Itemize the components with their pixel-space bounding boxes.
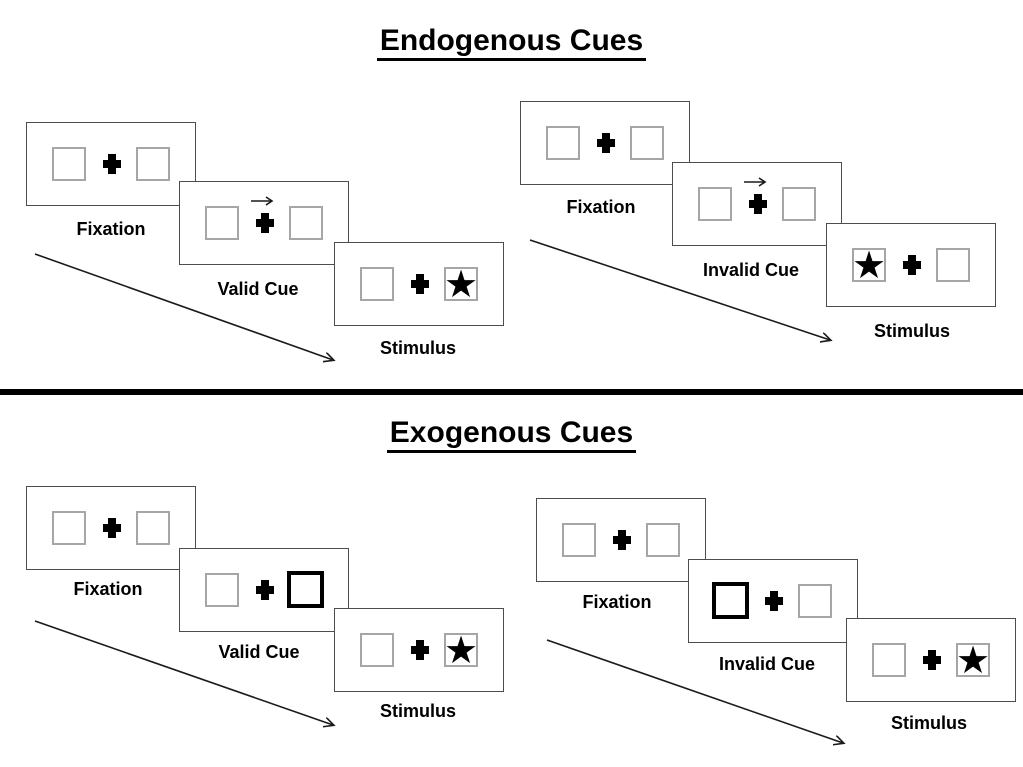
- frame-label: Fixation: [566, 197, 636, 217]
- frame-card-fixation: [26, 486, 196, 570]
- right-placeholder-box: [630, 126, 664, 160]
- left-placeholder-box: [205, 206, 239, 240]
- frame-card-stimulus: ★: [334, 242, 504, 326]
- fixation-cross-icon: [103, 518, 121, 538]
- frame-label: Fixation: [76, 219, 146, 239]
- frame-card-cue: [179, 181, 349, 265]
- fixation-cross-icon: [411, 640, 429, 660]
- frame-label: Valid Cue: [217, 279, 299, 299]
- frame-label: Valid Cue: [218, 642, 300, 662]
- section-divider-line: [0, 389, 1023, 395]
- frame-card-stimulus: ★: [846, 618, 1016, 702]
- timeline-arrow-icon: [529, 239, 840, 349]
- fixation-cross-icon: [613, 530, 631, 550]
- right-placeholder-box: [782, 187, 816, 221]
- right-stimulus-box: ★: [443, 262, 479, 306]
- cue-direction-arrow-icon: [744, 177, 767, 187]
- frame-card-cue: [179, 548, 349, 632]
- frame-label: Invalid Cue: [718, 654, 816, 674]
- frame-card-fixation: [536, 498, 706, 582]
- right-placeholder-box: [646, 523, 680, 557]
- fixation-cross-icon: [923, 650, 941, 670]
- right-placeholder-box: [289, 206, 323, 240]
- section-title-exogenous: Exogenous Cues: [0, 416, 1023, 453]
- right-stimulus-box: ★: [443, 628, 479, 672]
- frame-card-fixation: [26, 122, 196, 206]
- frame-label: Invalid Cue: [702, 260, 800, 280]
- right-highlight-cue-box: [287, 571, 324, 608]
- left-placeholder-box: [562, 523, 596, 557]
- frame-card-cue: [688, 559, 858, 643]
- fixation-cross-icon: [765, 591, 783, 611]
- left-placeholder-box: [546, 126, 580, 160]
- left-highlight-cue-box: [712, 582, 749, 619]
- fixation-cross-icon: [597, 133, 615, 153]
- frame-label: Stimulus: [890, 713, 967, 733]
- left-placeholder-box: [52, 511, 86, 545]
- star-stimulus-icon: ★: [443, 262, 479, 306]
- section-title-text: Endogenous Cues: [376, 24, 647, 61]
- fixation-cross-icon: [749, 194, 767, 214]
- right-placeholder-box: [136, 147, 170, 181]
- frame-card-fixation: [520, 101, 690, 185]
- frame-label: Fixation: [582, 592, 652, 612]
- frame-label: Stimulus: [379, 701, 456, 721]
- left-placeholder-box: [205, 573, 239, 607]
- right-placeholder-box: [798, 584, 832, 618]
- fixation-cross-icon: [256, 580, 274, 600]
- frame-card-stimulus: ★: [334, 608, 504, 692]
- frame-label: Stimulus: [873, 321, 950, 341]
- left-stimulus-box: ★: [851, 243, 887, 287]
- left-placeholder-box: [360, 633, 394, 667]
- frame-card-stimulus: ★: [826, 223, 996, 307]
- section-title-text: Exogenous Cues: [386, 416, 637, 453]
- timeline-arrow-icon: [34, 620, 345, 735]
- frame-label: Fixation: [73, 579, 143, 599]
- fixation-cross-icon: [411, 274, 429, 294]
- fixation-cross-icon: [903, 255, 921, 275]
- timeline-arrow-icon: [546, 639, 857, 754]
- section-title-endogenous: Endogenous Cues: [0, 24, 1023, 61]
- left-placeholder-box: [52, 147, 86, 181]
- cue-direction-arrow-icon: [251, 196, 274, 206]
- left-placeholder-box: [698, 187, 732, 221]
- star-stimulus-icon: ★: [443, 628, 479, 672]
- right-stimulus-box: ★: [955, 638, 991, 682]
- right-placeholder-box: [136, 511, 170, 545]
- left-placeholder-box: [360, 267, 394, 301]
- timeline-arrow-icon: [34, 253, 345, 370]
- fixation-cross-icon: [256, 213, 274, 233]
- star-stimulus-icon: ★: [955, 638, 991, 682]
- fixation-cross-icon: [103, 154, 121, 174]
- left-placeholder-box: [872, 643, 906, 677]
- star-stimulus-icon: ★: [851, 243, 887, 287]
- frame-card-cue: [672, 162, 842, 246]
- frame-label: Stimulus: [379, 338, 456, 358]
- right-placeholder-box: [936, 248, 970, 282]
